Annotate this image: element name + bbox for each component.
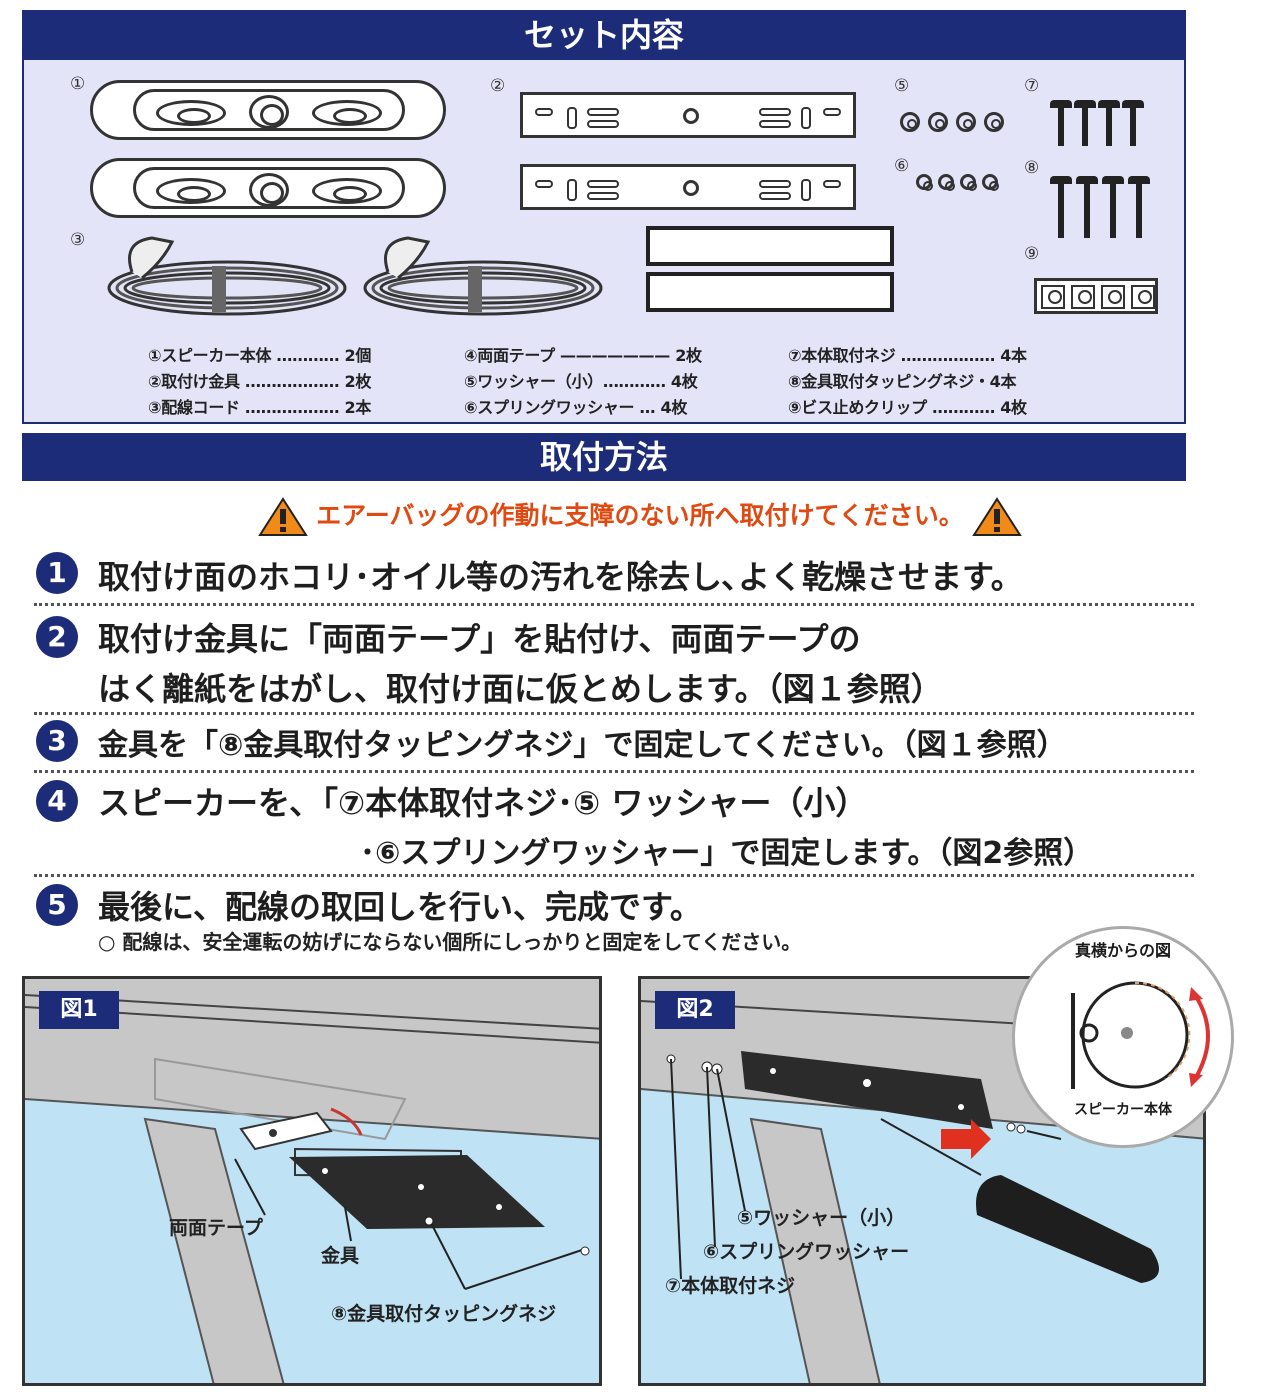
- step-number-badge: 3: [36, 720, 78, 762]
- double-sided-tape-illustration: [646, 226, 894, 266]
- part-number-9: ⑨: [1024, 244, 1040, 264]
- legend-item: ⑥スプリングワッシャー … 4枚: [464, 398, 688, 417]
- clip-icon: [1101, 285, 1125, 309]
- washer-icon: [956, 112, 976, 132]
- callout-body-screw: ⑦本体取付ネジ: [665, 1275, 796, 1297]
- part-number-6: ⑥: [894, 156, 910, 176]
- part-number-5: ⑤: [894, 76, 910, 96]
- contents-heading: セット内容: [22, 10, 1186, 60]
- spring-washer-icon: [938, 174, 955, 191]
- callout-washer: ⑤ワッシャー（小）: [737, 1207, 906, 1229]
- cable-illustration: [107, 236, 347, 316]
- figure-1: 図1 両面テープ 金具 ⑧金具取付タッピングネジ: [22, 976, 602, 1386]
- part-number-7: ⑦: [1024, 76, 1040, 96]
- legend-item: ⑧金具取付タッピングネジ・4本: [788, 372, 1017, 391]
- side-view-caption: スピーカー本体: [1074, 1102, 1172, 1118]
- step-text: 最後に、配線の取回しを行い、完成です。: [98, 888, 702, 926]
- step-text: はく離紙をはがし、取付け面に仮とめします。（図１参照）: [98, 670, 943, 708]
- screw-icon: [1050, 100, 1072, 146]
- legend-item: ①スピーカー本体 ………… 2個: [148, 346, 372, 365]
- step-text: 取付け金具に「両面テープ」を貼付け、両面テープの: [98, 620, 861, 658]
- figure-1-label: 図1: [39, 991, 119, 1029]
- callout-tape: 両面テープ: [169, 1217, 263, 1239]
- step-number-badge: 5: [36, 884, 78, 926]
- legend-item: ③配線コード ……………… 2本: [148, 398, 372, 417]
- legend-item: ⑦本体取付ネジ ……………… 4本: [788, 346, 1027, 365]
- spring-washer-icon: [982, 174, 999, 191]
- set-contents-panel: ① ② ③ ⑤ ⑥ ⑦ ⑧ ⑨: [22, 60, 1186, 424]
- part-number-3: ③: [70, 230, 86, 250]
- step-text: ･⑥スプリングワッシャー」で固定します。（図2参照）: [360, 836, 1094, 871]
- legend-item: ⑨ビス止めクリップ ………… 4枚: [788, 398, 1027, 417]
- clip-icon: [1131, 285, 1155, 309]
- screw-icon: [1074, 100, 1096, 146]
- side-view-inset: 真横からの図 スピーカー本体: [1012, 926, 1234, 1148]
- step-number-badge: 2: [36, 616, 78, 658]
- wiring-note: ○ 配線は、安全運転の妨げにならない個所にしっかりと固定をしてください。: [98, 930, 802, 954]
- part-number-1: ①: [70, 74, 86, 94]
- cable-illustration: [363, 236, 603, 316]
- figure-2-label: 図2: [655, 991, 735, 1029]
- washer-icon: [928, 112, 948, 132]
- step-number-badge: 1: [36, 552, 78, 594]
- side-view-illustration: [1071, 981, 1210, 1089]
- side-view-title: 真横からの図: [1074, 941, 1171, 960]
- clip-icon: [1041, 285, 1065, 309]
- part-number-2: ②: [490, 76, 506, 96]
- warning-text: エアーバッグの作動に支障のない所へ取付けてください。: [316, 501, 964, 530]
- washer-icon: [900, 112, 920, 132]
- double-sided-tape-illustration: [646, 272, 894, 312]
- callout-tapping-screw: ⑧金具取付タッピングネジ: [331, 1303, 557, 1325]
- tapping-screw-icon: [1128, 176, 1150, 238]
- divider: [34, 874, 1194, 877]
- speaker-illustration: [90, 80, 446, 140]
- step-text: 取付け面のホコリ･オイル等の汚れを除去し､よく乾燥させます。: [98, 558, 1023, 596]
- airbag-warning: エアーバッグの作動に支障のない所へ取付けてください。: [0, 496, 1280, 537]
- legend-item: ②取付け金具 ……………… 2枚: [148, 372, 372, 391]
- divider: [34, 603, 1194, 606]
- spring-washer-icon: [960, 174, 977, 191]
- clip-icon: [1071, 285, 1095, 309]
- legend-item: ④両面テープ ——————— 2枚: [464, 346, 702, 365]
- tapping-screw-icon: [1102, 176, 1124, 238]
- legend-item: ⑤ワッシャー（小）………… 4枚: [464, 372, 698, 391]
- callout-spring-washer: ⑥スプリングワッシャー: [703, 1241, 910, 1263]
- figure-1-illustration: [25, 979, 599, 1383]
- bracket-illustration: [520, 164, 856, 210]
- method-heading: 取付方法: [22, 433, 1186, 481]
- step-number-badge: 4: [36, 780, 78, 822]
- spring-washer-icon: [916, 174, 933, 191]
- tapping-screw-icon: [1050, 176, 1072, 238]
- step-text: 金具を「⑧金具取付タッピングネジ」で固定してください。（図１参照）: [98, 728, 1067, 763]
- step-text: スピーカーを､「⑦本体取付ネジ･⑤ ワッシャー（小）: [98, 784, 868, 822]
- screw-icon: [1122, 100, 1144, 146]
- washer-icon: [984, 112, 1004, 132]
- bracket-illustration: [520, 92, 856, 138]
- warning-icon: [972, 497, 1023, 536]
- screw-icon: [1098, 100, 1120, 146]
- part-number-8: ⑧: [1024, 158, 1040, 178]
- clip-strip-illustration: [1034, 278, 1158, 314]
- warning-icon: [257, 497, 308, 536]
- speaker-illustration: [90, 158, 446, 218]
- divider: [34, 770, 1194, 773]
- tapping-screw-icon: [1076, 176, 1098, 238]
- divider: [34, 712, 1194, 715]
- callout-bracket: 金具: [321, 1245, 360, 1267]
